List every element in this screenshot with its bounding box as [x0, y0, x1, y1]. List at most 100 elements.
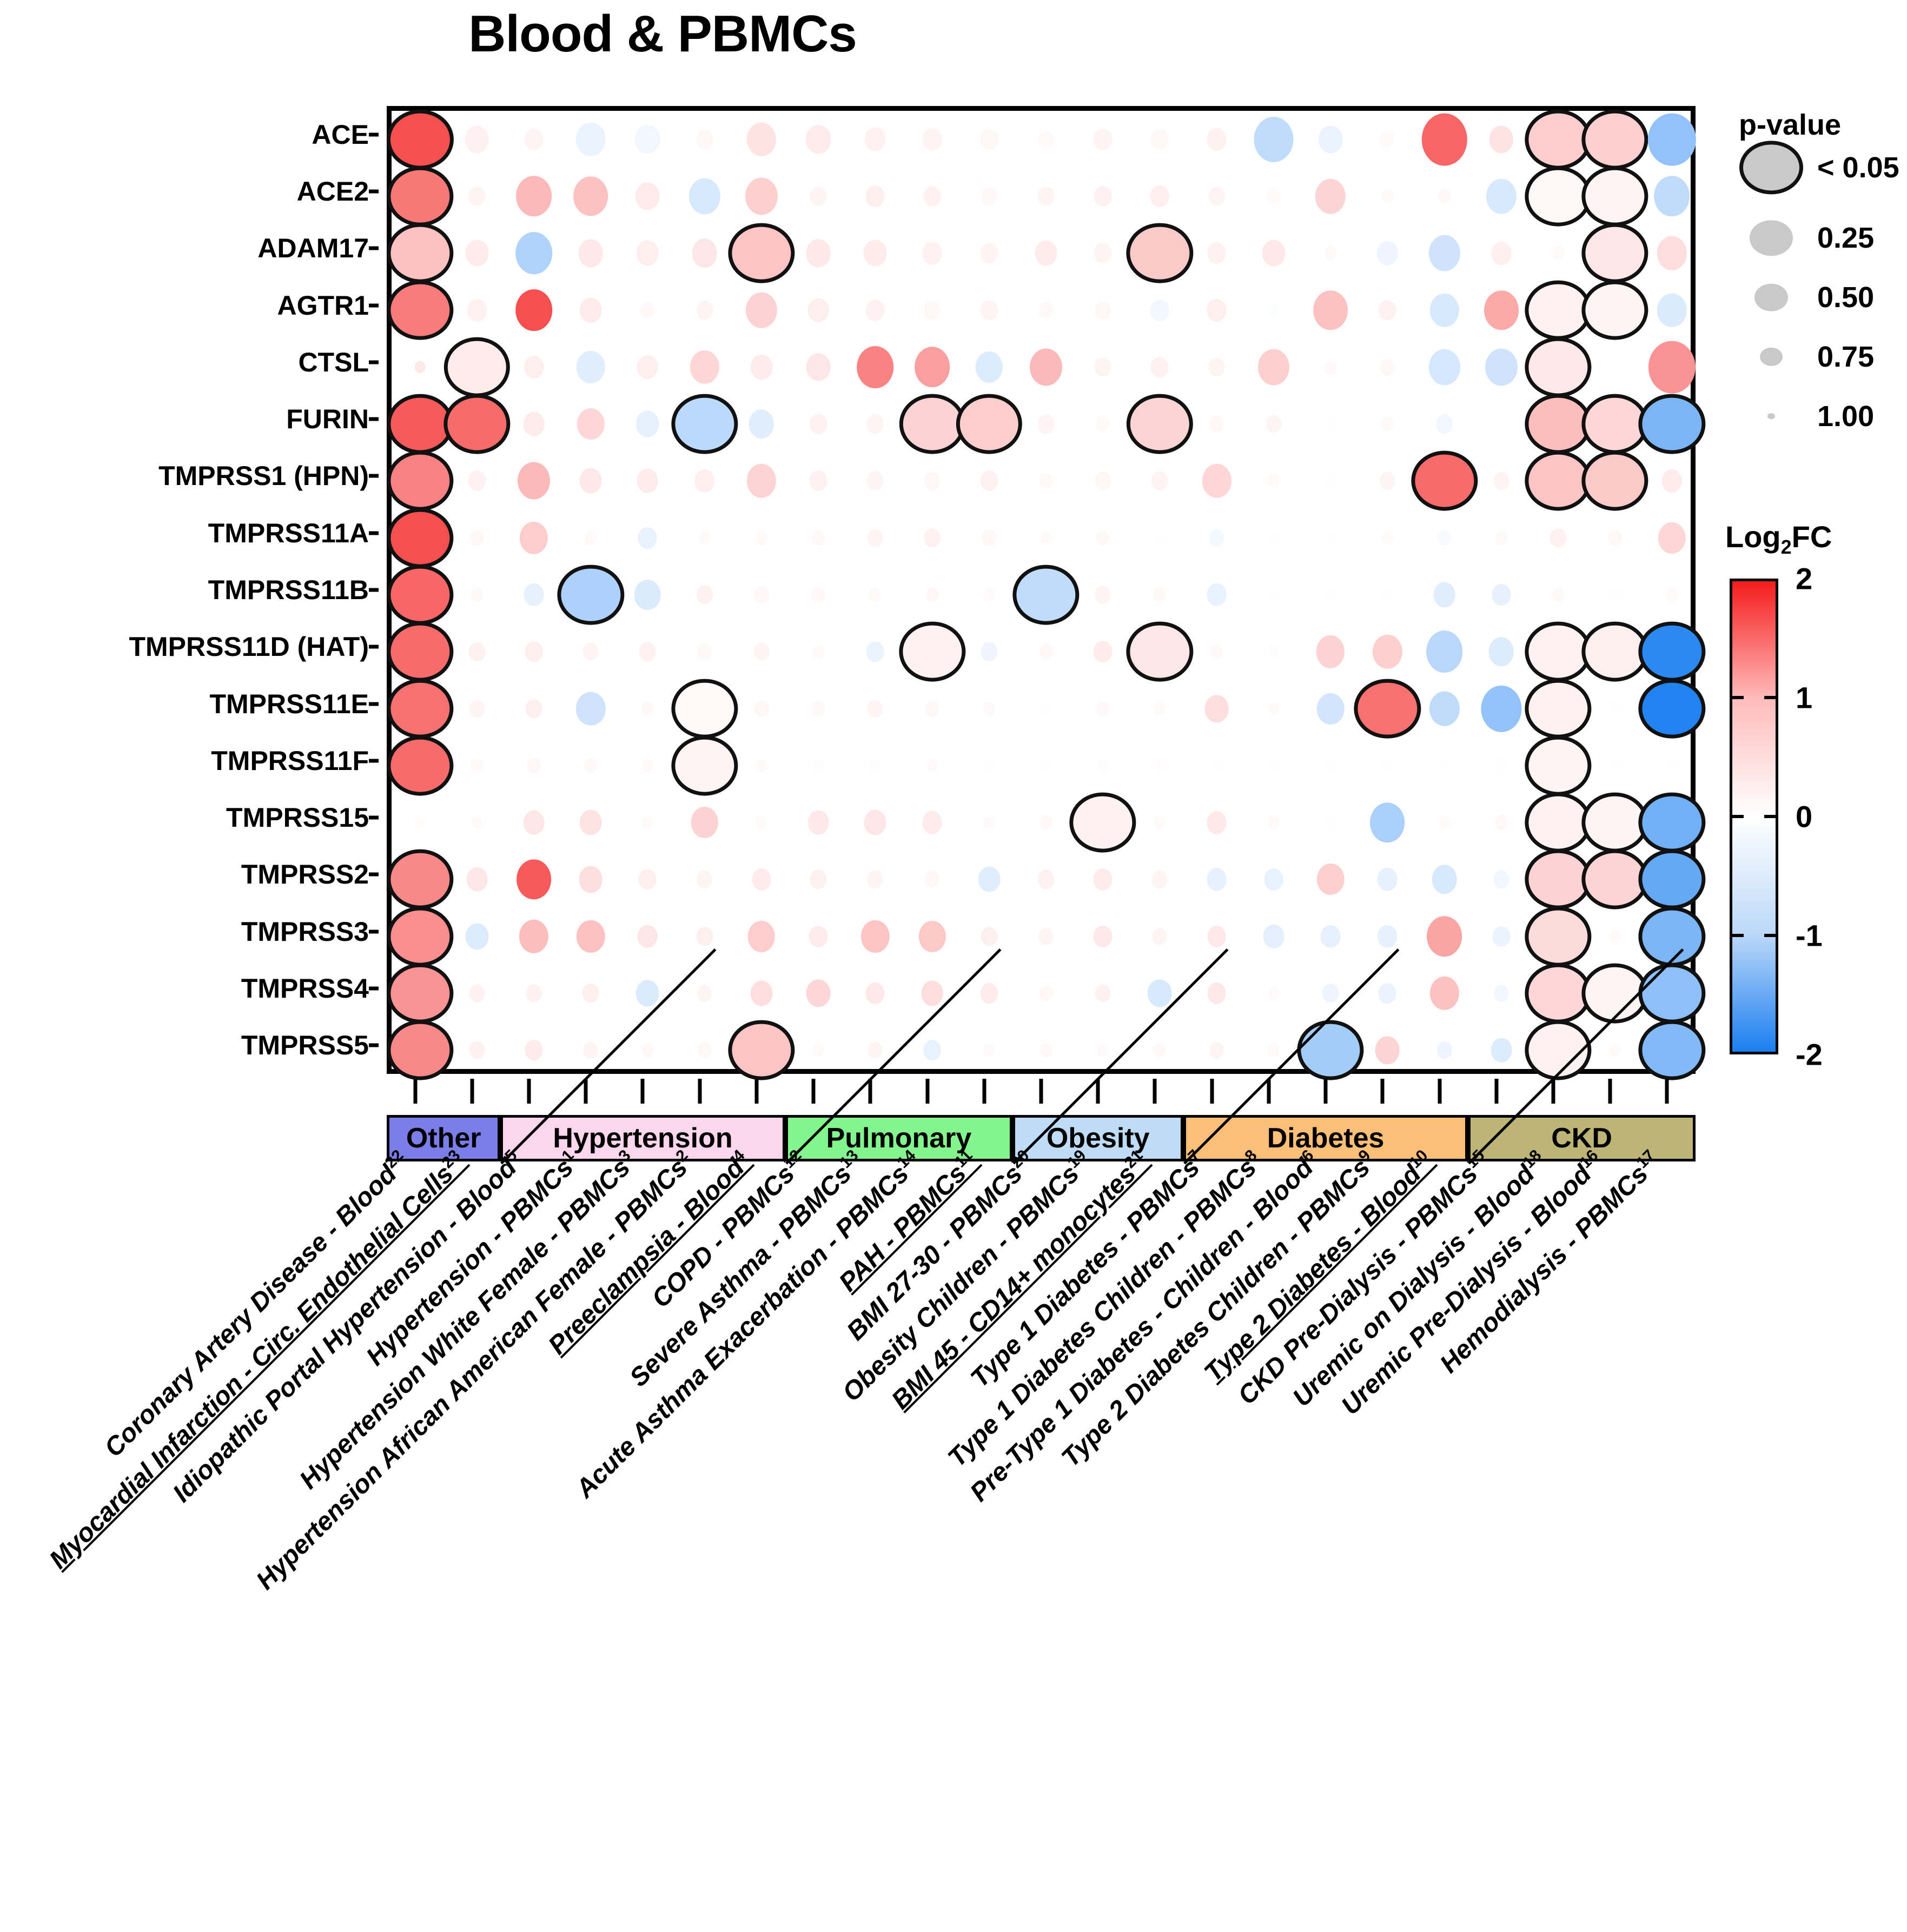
bubble-cell	[1377, 925, 1398, 948]
bubble-cell	[1438, 188, 1451, 204]
bubble-cell	[1155, 760, 1165, 772]
bubble-cell	[525, 1040, 543, 1061]
bubble-cell	[865, 982, 885, 1005]
bubble-cell	[984, 760, 994, 772]
bubble-cell	[635, 182, 660, 210]
y-axis-label: TMPRSS11F	[211, 745, 369, 776]
bubble-cell	[639, 642, 656, 661]
bubble-cell	[747, 920, 776, 952]
bubble-cell	[634, 580, 661, 610]
x-axis-tick	[1551, 1079, 1555, 1104]
x-axis-tick	[640, 1079, 645, 1104]
bubble-cell	[1581, 621, 1648, 682]
bubble-cell	[1095, 301, 1111, 320]
bubble-cell	[698, 531, 711, 545]
category-pulmonary[interactable]: Pulmonary	[785, 1115, 1013, 1161]
bubble-cell	[1316, 693, 1345, 725]
bubble-cell	[811, 701, 825, 716]
bubble-cell	[696, 129, 713, 149]
x-axis-tick	[1380, 1079, 1385, 1104]
bubble-cell	[1262, 240, 1286, 267]
bubble-cell	[1638, 792, 1706, 853]
category-obesity[interactable]: Obesity	[1012, 1115, 1184, 1161]
category-other[interactable]: Other	[387, 1115, 501, 1161]
bubble-cell	[868, 1041, 883, 1059]
bubble-cell	[671, 679, 738, 739]
bubble-cell	[582, 642, 599, 661]
bubble-cell	[867, 700, 883, 718]
bubble-cell	[866, 641, 884, 662]
bubble-cell	[415, 816, 425, 828]
bubble-cell	[861, 920, 890, 953]
bubble-cell	[1094, 186, 1112, 207]
bubble-cell	[753, 642, 770, 661]
colorbar-tick	[1764, 815, 1778, 818]
bubble-cell	[1370, 802, 1405, 842]
colorbar-tick	[1764, 696, 1778, 699]
colorbar-tick	[1730, 696, 1744, 699]
bubble-cell	[1207, 583, 1227, 607]
bubble-cell	[697, 870, 713, 889]
page-title: Blood & PBMCs	[468, 5, 857, 63]
category-hypertension[interactable]: Hypertension	[500, 1115, 785, 1161]
bubble-cell	[1429, 976, 1459, 1011]
bubble-cell	[386, 906, 454, 967]
bubble-plot-panel	[386, 106, 1706, 1080]
bubble-cell	[806, 239, 831, 267]
y-axis-tick	[369, 189, 379, 194]
bubble-cell	[811, 587, 825, 603]
bubble-cell	[1609, 930, 1621, 944]
x-axis-tick	[982, 1079, 986, 1104]
bubble-cell	[579, 468, 602, 494]
bubble-cell	[1495, 530, 1508, 545]
x-axis-label: Type 1 Diabetes - PBMCs7	[965, 1146, 1206, 1393]
x-axis-label: Hemodialysis - PBMCs17	[1434, 1146, 1659, 1379]
bubble-cell	[557, 565, 624, 625]
bubble-cell	[515, 232, 552, 275]
bubble-cell	[1638, 906, 1706, 967]
y-axis-label: TMPRSS3	[241, 916, 369, 947]
y-axis-label: ADAM17	[257, 233, 369, 264]
bubble-cell	[525, 699, 542, 719]
bubble-cell	[639, 869, 657, 890]
bubble-cell	[1324, 246, 1337, 261]
bubble-cell	[1269, 532, 1279, 543]
bubble-cell	[1095, 984, 1111, 1002]
bubble-cell	[1638, 621, 1706, 682]
bubble-cell	[1426, 915, 1462, 957]
bubble-cell	[923, 1040, 941, 1061]
bubble-cell	[582, 984, 599, 1003]
bubble-cell	[1581, 223, 1648, 283]
bubble-layer	[386, 109, 1706, 1080]
category-ckd[interactable]: CKD	[1468, 1115, 1696, 1161]
bubble-cell	[1380, 358, 1395, 376]
bubble-cell	[1202, 464, 1231, 498]
bubble-cell	[809, 414, 827, 434]
bubble-cell	[1267, 188, 1281, 204]
bubble-cell	[1610, 760, 1620, 772]
pvalue-legend-label: 0.25	[1817, 222, 1875, 254]
bubble-cell	[637, 240, 659, 266]
bubble-cell	[471, 758, 484, 773]
bubble-cell	[1093, 925, 1113, 947]
bubble-cell	[810, 187, 827, 206]
category-diabetes[interactable]: Diabetes	[1183, 1115, 1468, 1161]
bubble-cell	[1581, 166, 1648, 227]
bubble-cell	[1379, 472, 1395, 490]
bubble-cell	[1095, 472, 1111, 490]
bubble-cell	[1438, 530, 1451, 546]
bubble-cell	[1093, 868, 1113, 891]
bubble-cell	[638, 527, 657, 549]
y-axis-tick	[369, 815, 379, 820]
colorbar-tick-label: 0	[1796, 799, 1813, 834]
bubble-cell	[1268, 1043, 1280, 1057]
x-axis-label: Hypertension - PBMCs1	[361, 1146, 579, 1371]
pvalue-legend-label: < 0.05	[1817, 151, 1899, 184]
bubble-cell	[1481, 685, 1522, 732]
bubble-cell	[1097, 759, 1108, 772]
y-axis-label: FURIN	[286, 404, 369, 435]
x-axis-tick	[1267, 1079, 1271, 1104]
bubble-cell	[1039, 815, 1052, 830]
